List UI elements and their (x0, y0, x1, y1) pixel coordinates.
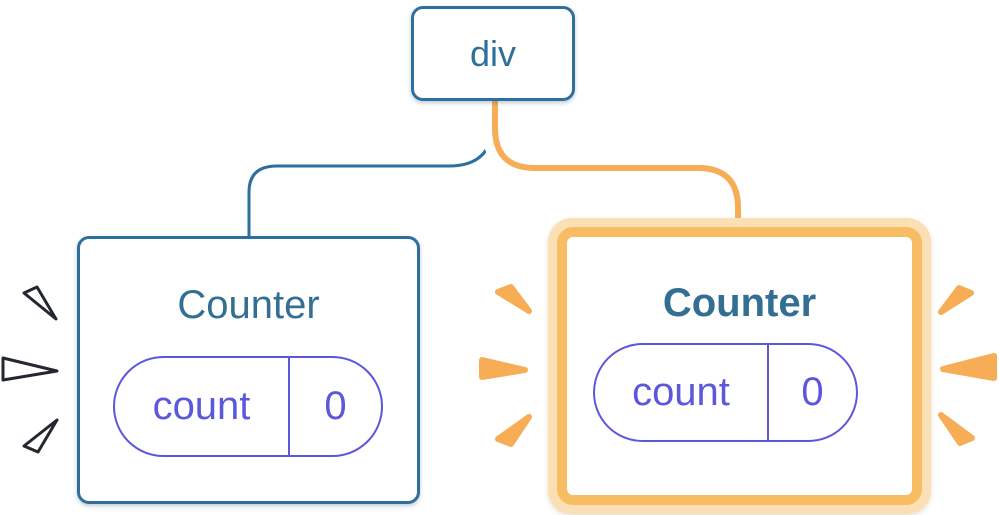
node-counter-right-highlight: Counter count 0 (548, 218, 931, 514)
connector-div-to-right-counter (492, 100, 741, 236)
flash-ray-icon (22, 418, 59, 454)
flash-ray-icon (495, 284, 532, 314)
flash-ray-icon (1, 356, 59, 382)
node-counter-right: Counter count 0 (557, 227, 922, 505)
state-key: count (595, 345, 769, 440)
state-pill: count 0 (593, 343, 858, 442)
state-value: 0 (324, 384, 347, 428)
counter-title: Counter (662, 281, 817, 325)
state-pill: count 0 (113, 356, 383, 457)
burst-right-counter-left-side (479, 284, 532, 447)
flash-ray-icon (22, 285, 58, 321)
counter-title: Counter (177, 283, 320, 327)
connector-div-to-left-counter (247, 100, 495, 240)
node-div-label: div (469, 32, 517, 74)
node-counter-left: Counter count 0 (77, 236, 420, 504)
burst-right-counter-right-side (938, 285, 997, 446)
flash-ray-icon (479, 357, 528, 380)
burst-left-counter (1, 285, 59, 454)
state-value: 0 (801, 370, 824, 414)
flash-ray-icon (940, 353, 997, 381)
flash-ray-icon (938, 412, 975, 446)
state-key: count (115, 358, 290, 455)
flash-ray-icon (938, 285, 974, 315)
flash-ray-icon (495, 414, 532, 447)
node-div: div (411, 6, 575, 101)
